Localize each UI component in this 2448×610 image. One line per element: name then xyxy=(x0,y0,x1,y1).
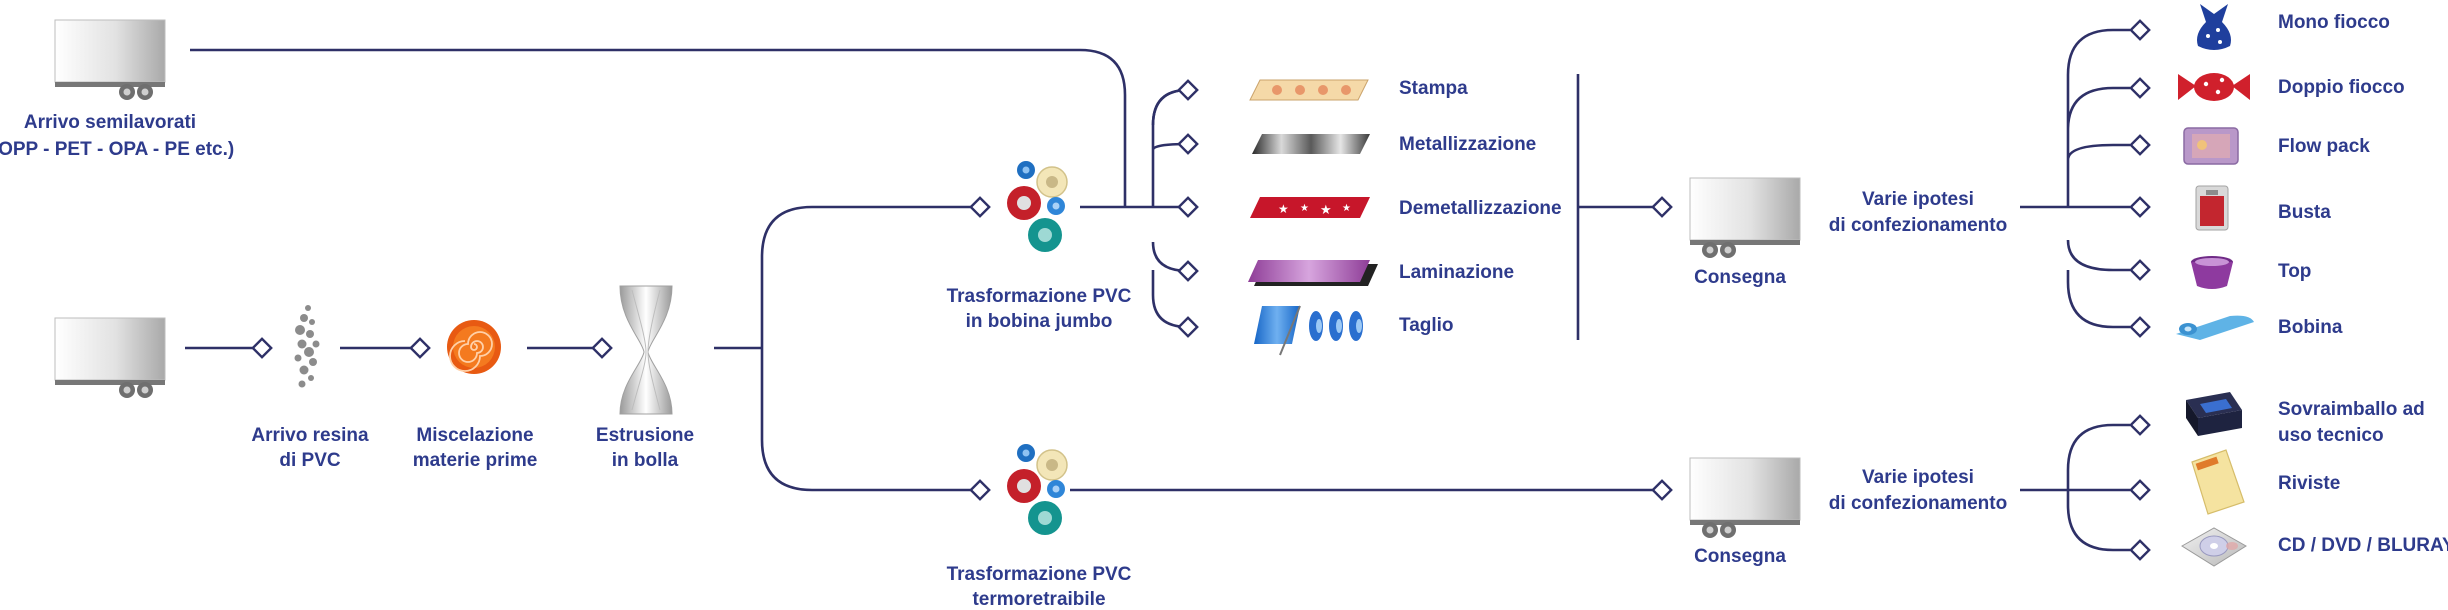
truck-icon xyxy=(54,19,166,100)
slitting-rolls-icon xyxy=(1254,305,1363,356)
cd-case-icon xyxy=(2181,527,2247,567)
line-branch-lower xyxy=(760,348,980,492)
label-termo-line2: termoretraibile xyxy=(972,589,1105,610)
extrusion-bubble-icon xyxy=(619,285,673,415)
connector-lines xyxy=(185,28,2130,552)
label-termo-line1: Trasformazione PVC xyxy=(947,564,1132,585)
products-bottom-fan xyxy=(2066,423,2130,552)
label-product-mono-fiocco: Mono fiocco xyxy=(2278,12,2390,33)
printed-film-icon xyxy=(1249,79,1369,101)
label-miscelazione-line1: Miscelazione xyxy=(416,425,533,446)
cup-top-icon xyxy=(2191,256,2233,289)
label-process-stampa: Stampa xyxy=(1399,78,1468,99)
label-product-bobina: Bobina xyxy=(2278,317,2343,338)
magazine-icon xyxy=(2191,449,2245,515)
label-product-top: Top xyxy=(2278,261,2311,282)
truck-icon xyxy=(54,317,166,398)
label-estrusione-line1: Estrusione xyxy=(596,425,694,446)
label-product-sovraimballo-line1: Sovraimballo ad xyxy=(2278,399,2425,420)
connector-diamonds xyxy=(251,19,2151,561)
label-process-demetallizzazione: Demetallizzazione xyxy=(1399,198,1562,219)
products-top-fan xyxy=(2066,28,2130,329)
svg-text:★: ★ xyxy=(1342,203,1351,214)
tech-box-icon xyxy=(2186,392,2242,436)
label-product-doppio-fiocco: Doppio fiocco xyxy=(2278,77,2405,98)
resin-pellets-icon xyxy=(294,305,320,388)
laminated-film-icon xyxy=(1248,260,1378,286)
rollers-icon xyxy=(1007,444,1068,535)
film-roll-icon xyxy=(2176,315,2254,340)
mono-twist-candy-icon xyxy=(2197,4,2231,50)
demetallized-film-icon: ★ ★ ★ ★ xyxy=(1250,197,1370,218)
label-consegna-top: Consegna xyxy=(1694,267,1786,288)
rollers-icon xyxy=(1007,161,1068,252)
label-packaging-bottom-line2: di confezionamento xyxy=(1829,493,2007,514)
label-process-laminazione: Laminazione xyxy=(1399,262,1514,283)
metallized-film-icon xyxy=(1252,134,1370,154)
label-product-cd-dvd-bluray: CD / DVD / BLURAY xyxy=(2278,535,2448,556)
label-semilavorati-line2: (OPP - PET - OPA - PE etc.) xyxy=(0,139,234,160)
svg-text:★: ★ xyxy=(1300,203,1309,214)
truck-icon xyxy=(1689,177,1801,258)
truck-icon xyxy=(1689,457,1801,538)
label-product-flow-pack: Flow pack xyxy=(2278,136,2370,157)
label-process-metallizzazione: Metallizzazione xyxy=(1399,134,1536,155)
flow-pack-icon xyxy=(2183,127,2239,165)
label-product-busta: Busta xyxy=(2278,202,2331,223)
label-packaging-top-line1: Varie ipotesi xyxy=(1862,189,1974,210)
pouch-icon xyxy=(2195,185,2229,231)
label-semilavorati-line1: Arrivo semilavorati xyxy=(24,112,196,133)
label-consegna-bottom: Consegna xyxy=(1694,546,1786,567)
mixing-swirl-icon xyxy=(447,320,501,374)
label-estrusione-line2: in bolla xyxy=(612,450,679,471)
label-jumbo-line2: in bobina jumbo xyxy=(966,311,1113,332)
svg-text:★: ★ xyxy=(1320,203,1332,218)
line-semilavorati xyxy=(190,48,1127,207)
double-twist-candy-icon xyxy=(2178,73,2250,101)
label-packaging-bottom-line1: Varie ipotesi xyxy=(1862,467,1974,488)
label-process-taglio: Taglio xyxy=(1399,315,1454,336)
label-packaging-top-line2: di confezionamento xyxy=(1829,215,2007,236)
svg-text:★: ★ xyxy=(1278,202,1289,216)
line-branch-upper xyxy=(760,205,980,348)
label-resina-line2: di PVC xyxy=(279,450,341,471)
label-miscelazione-line2: materie prime xyxy=(413,450,538,471)
label-resina-line1: Arrivo resina xyxy=(251,425,369,446)
label-product-sovraimballo-line2: uso tecnico xyxy=(2278,425,2384,446)
label-jumbo-line1: Trasformazione PVC xyxy=(947,286,1132,307)
label-product-riviste: Riviste xyxy=(2278,473,2340,494)
